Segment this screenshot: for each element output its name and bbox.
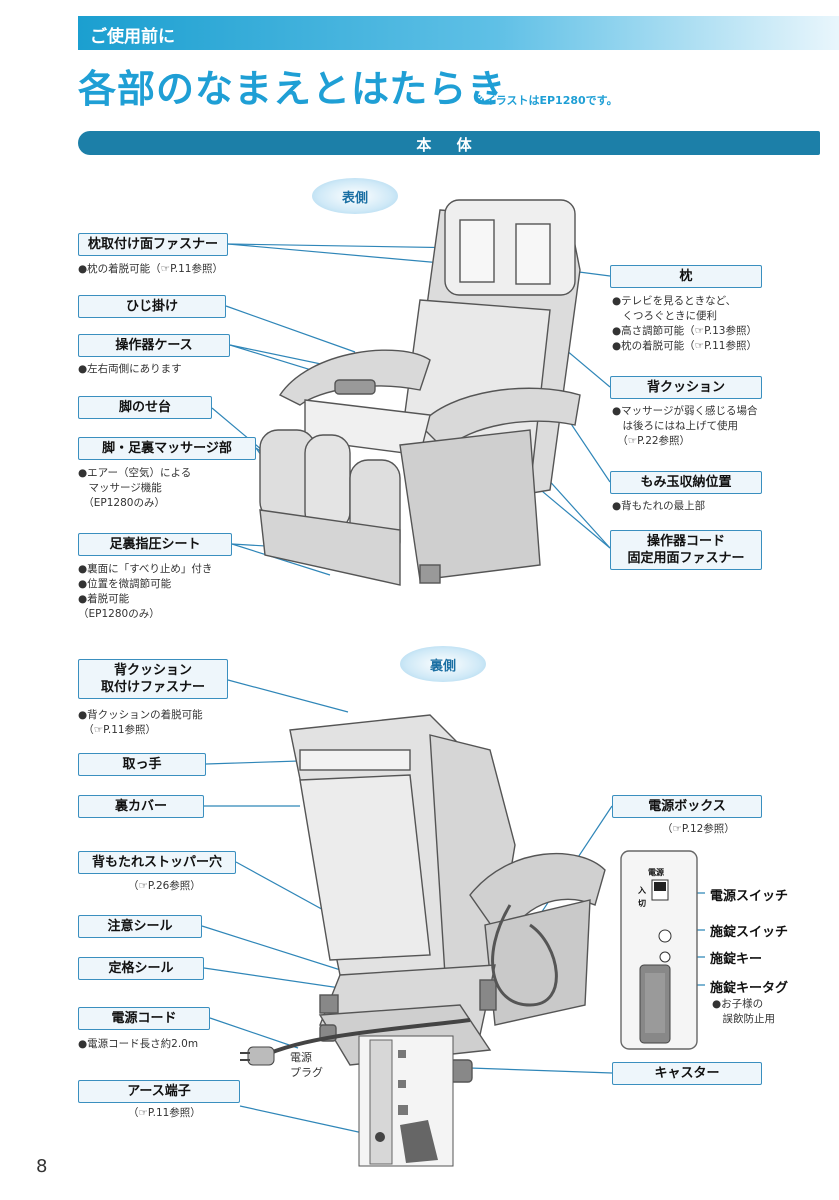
earth-terminal-inset <box>358 1035 454 1167</box>
note-back-cushion: ●マッサージが弱く感じる場合 は後ろにはね上げて使用 （☞P.22参照） <box>612 405 758 447</box>
note-sole-sheet: ●裏面に「すべり止め」付き ●位置を微調節可能 ●着脱可能 （EP1280のみ） <box>78 563 213 620</box>
panel-off-tiny: 切 <box>638 899 646 908</box>
lock-key-label: 施錠キー <box>710 952 763 967</box>
label-controller-case: 操作器ケース <box>78 334 230 357</box>
chair-front-illustration <box>259 199 581 586</box>
note-pillow: ●テレビを見るときなど、 くつろぐときに便利 ●高さ調節可能（☞P.13参照） … <box>612 295 757 352</box>
note-pillow-fastener: ●枕の着脱可能（☞P.11参照） <box>78 263 223 275</box>
label-ball-storage: もみ玉収納位置 <box>610 471 762 494</box>
key-tag-label: 施錠キータグ <box>710 981 789 996</box>
label-footrest: 脚のせ台 <box>78 396 212 419</box>
page-title: 各部のなまえとはたらき <box>78 67 507 111</box>
section-bar <box>78 131 820 155</box>
note-leg-massage: ●エアー（空気）による マッサージ機能 （EP1280のみ） <box>78 467 192 509</box>
section-header: ご使用前に <box>90 27 175 47</box>
title-note: ※イラストはEP1280です。 <box>474 94 618 107</box>
key-tag-note: ●お子様の 誤飲防止用 <box>712 998 775 1025</box>
plug-label: 電源 プラグ <box>290 1051 323 1079</box>
label-rating-seal: 定格シール <box>78 957 204 980</box>
note-controller-case: ●左右両側にあります <box>78 363 182 375</box>
lock-switch-label: 施錠スイッチ <box>710 925 789 940</box>
power-cord-illustration <box>240 1018 471 1066</box>
label-sole-sheet: 足裏指圧シート <box>78 533 232 556</box>
note-power-box: （☞P.12参照） <box>662 823 735 835</box>
switch-panel <box>620 850 698 1050</box>
label-cord-fastener: 操作器コード 固定用面ファスナー <box>610 530 762 570</box>
label-back-cushion: 背クッション <box>610 376 762 399</box>
label-pillow-fastener: 枕取付け面ファスナー <box>78 233 228 256</box>
chair-back-illustration <box>289 714 606 1083</box>
label-armrest: ひじ掛け <box>78 295 226 318</box>
label-power-box: 電源ボックス <box>612 795 762 818</box>
page-number: 8 <box>36 1156 48 1177</box>
label-cushion-fastener: 背クッション 取付けファスナー <box>78 659 228 699</box>
label-caster: キャスター <box>612 1062 762 1085</box>
front-side-oval: 表側 <box>312 178 398 214</box>
note-power-cord: ●電源コード長さ約2.0m <box>78 1038 199 1050</box>
label-handle: 取っ手 <box>78 753 206 776</box>
panel-power-tiny: 電源 <box>648 868 664 877</box>
section-bar-label: 本 体 <box>416 136 482 154</box>
header-band <box>78 16 839 50</box>
label-earth-terminal: アース端子 <box>78 1080 240 1103</box>
label-back-cover: 裏カバー <box>78 795 204 818</box>
note-ball-storage: ●背もたれの最上部 <box>612 500 706 512</box>
label-stopper-hole: 背もたれストッパー穴 <box>78 851 236 874</box>
back-side-oval: 裏側 <box>400 646 486 682</box>
note-earth-terminal: （☞P.11参照） <box>128 1107 201 1119</box>
panel-on-tiny: 入 <box>638 886 646 895</box>
label-pillow: 枕 <box>610 265 762 288</box>
power-switch-label: 電源スイッチ <box>710 889 789 904</box>
note-stopper-hole: （☞P.26参照） <box>128 880 201 892</box>
label-leg-massage: 脚・足裏マッサージ部 <box>78 437 256 460</box>
label-caution-seal: 注意シール <box>78 915 202 938</box>
note-cushion-fastener: ●背クッションの着脱可能 （☞P.11参照） <box>78 709 203 736</box>
label-power-cord: 電源コード <box>78 1007 210 1030</box>
